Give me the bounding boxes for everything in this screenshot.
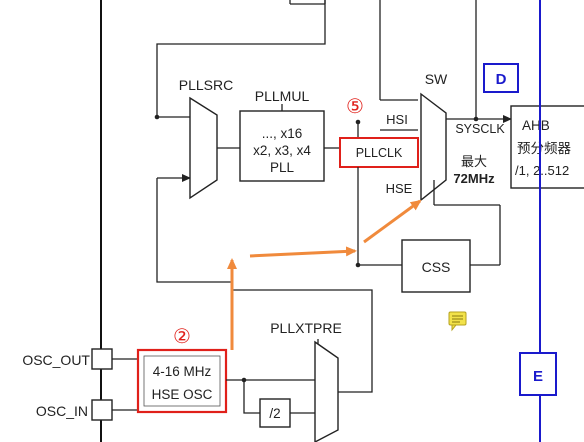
marker-box-e	[519, 352, 557, 396]
css-label: CSS	[422, 259, 451, 275]
osc-out-label: OSC_OUT	[22, 352, 90, 368]
ahb-line3: /1, 2..512	[515, 163, 569, 178]
hse-osc-block	[136, 348, 228, 414]
marker-box-d	[483, 63, 519, 93]
osc-in-pin	[91, 399, 113, 421]
sw-label: SW	[425, 71, 448, 87]
pll-block-line3: PLL	[270, 160, 295, 175]
orange-arrow-diag	[363, 199, 422, 244]
css-block	[401, 239, 471, 293]
hsi-label: HSI	[386, 112, 408, 127]
pllsrc-mux	[189, 96, 218, 200]
pllxtpre-label: PLLXTPRE	[270, 320, 342, 336]
ahb-line1: AHB	[522, 118, 550, 133]
hse-label: HSE	[386, 181, 413, 196]
orange-arrow-right	[249, 246, 357, 258]
pll-block-line2: x2, x3, x4	[253, 143, 311, 158]
pllsrc-label: PLLSRC	[179, 77, 233, 93]
div2-label: /2	[269, 406, 280, 421]
marker-e-label: E	[533, 368, 543, 385]
ahb-line2: 预分频器	[517, 141, 571, 157]
pllmul-label: PLLMUL	[255, 88, 310, 104]
max-label-cn: 最大	[461, 155, 487, 170]
comment-note-icon[interactable]	[448, 311, 467, 332]
ahb-prescaler-block	[510, 105, 584, 189]
hse-osc-line2: HSE OSC	[152, 387, 213, 402]
pllclk-highlight-box	[339, 137, 419, 168]
osc-in-label: OSC_IN	[36, 403, 88, 419]
hse-osc-line1: 4-16 MHz	[153, 364, 212, 379]
marker-circle-5: ⑤	[346, 96, 364, 118]
pllclk-label: PLLCLK	[356, 146, 403, 160]
sw-mux	[420, 92, 447, 202]
pll-block-line1: ..., x16	[262, 126, 303, 141]
marker-circle-2: ②	[173, 326, 191, 348]
max-freq-label: 72MHz	[453, 171, 495, 186]
pllxtpre-mux	[314, 340, 339, 442]
osc-out-pin	[91, 348, 113, 370]
marker-d-label: D	[496, 71, 507, 88]
sysclk-label: SYSCLK	[455, 122, 505, 136]
pll-block	[239, 110, 325, 182]
